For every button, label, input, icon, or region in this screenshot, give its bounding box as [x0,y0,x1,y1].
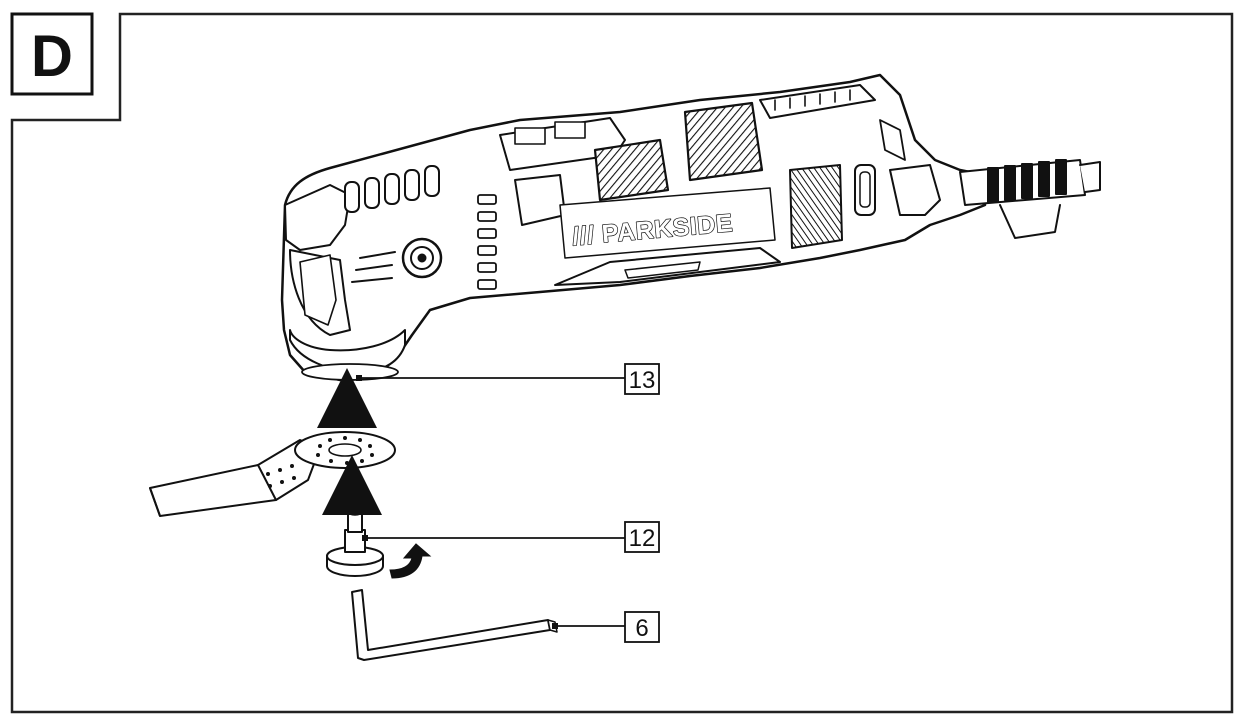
side-slots [477,194,497,290]
fastening-screw [326,508,384,577]
tool-head [284,184,351,251]
side-lines [351,251,396,283]
grip-panel-1 [593,138,670,202]
brand-plate [559,187,776,259]
multitool: /// PARKSIDE [280,73,1101,382]
section-letter: D [31,24,73,89]
callout-label: 12 [629,525,656,552]
rear-vents [789,164,843,249]
callout-12: 12 [362,521,660,553]
side-knob [401,237,443,279]
outer-border [10,12,1234,714]
assembly-arrows [317,368,382,515]
saw-blade [149,431,396,517]
callout-label: 13 [629,367,656,394]
section-badge: D [10,12,94,96]
rotation-arrow-icon [389,543,432,579]
head-vents [344,165,440,213]
callout-6: 6 [552,611,660,643]
callout-label: 6 [635,615,648,642]
hex-key [351,589,558,661]
cord-strain-relief [959,159,1101,239]
callout-13: 13 [356,363,660,395]
grip-panel-2 [683,101,764,182]
